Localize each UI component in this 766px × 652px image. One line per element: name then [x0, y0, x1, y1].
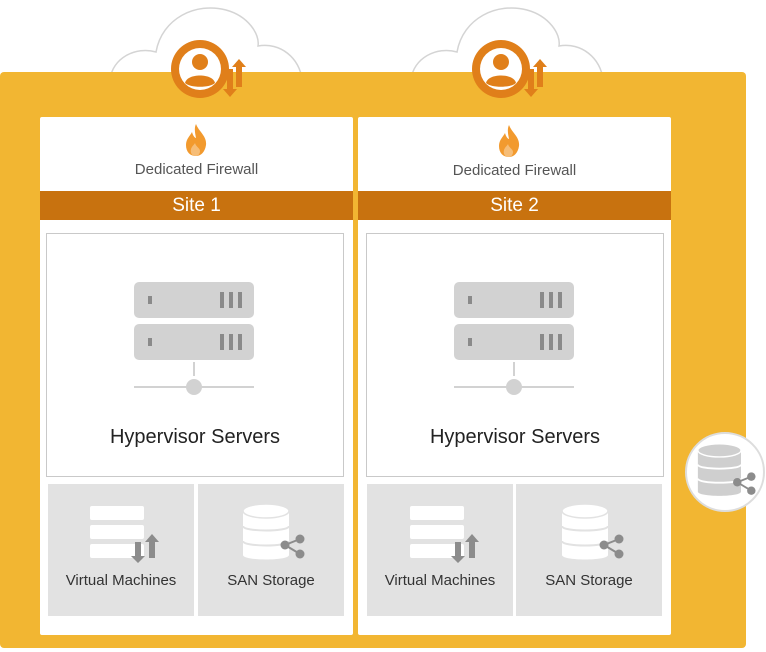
flame-icon — [184, 123, 208, 157]
hypervisor-label: Hypervisor Servers — [109, 426, 281, 448]
site-title: Site 1 — [40, 191, 353, 220]
virtual-machines-label: Virtual Machines — [65, 572, 177, 589]
server-rack-icon — [134, 282, 254, 402]
hypervisor-panel — [46, 233, 344, 477]
user-icon — [471, 37, 551, 107]
flame-icon — [497, 124, 521, 158]
database-share-icon — [696, 441, 756, 501]
server-rack-icon — [454, 282, 574, 402]
database-share-icon — [560, 503, 624, 563]
firewall-label: Dedicated Firewall — [134, 161, 259, 178]
san-storage-label: SAN Storage — [545, 572, 633, 589]
database-share-icon — [241, 503, 305, 563]
firewall-label: Dedicated Firewall — [452, 162, 577, 179]
user-icon — [170, 37, 250, 107]
hypervisor-label: Hypervisor Servers — [429, 426, 601, 448]
san-storage-label: SAN Storage — [227, 572, 315, 589]
site-title: Site 2 — [358, 191, 671, 220]
virtual-machines-label: Virtual Machines — [384, 572, 496, 589]
virtual-machines-icon — [410, 505, 486, 563]
virtual-machines-icon — [90, 505, 166, 563]
